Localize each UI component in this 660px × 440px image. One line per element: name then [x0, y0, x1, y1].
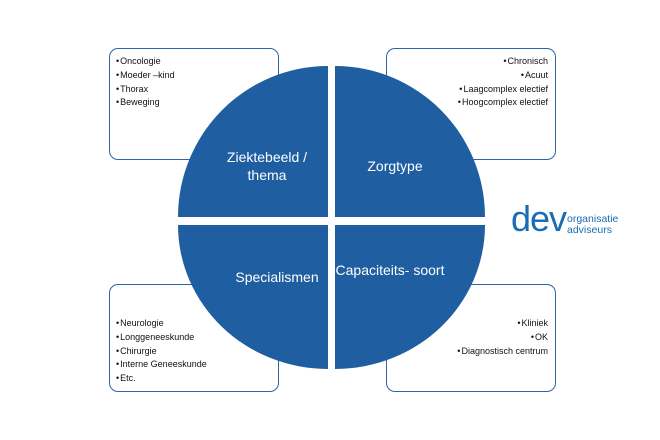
list-item: Neurologie [116, 317, 278, 331]
list-item: Laagcomplex electief [387, 83, 548, 97]
list-item: Kliniek [387, 317, 548, 331]
list-item: Etc. [116, 372, 278, 386]
list-item: Oncologie [116, 55, 278, 69]
list-item: Chirurgie [116, 345, 278, 359]
logo-subtitle-line: organisatie [567, 213, 619, 225]
quadrant-label-disease-theme: Ziektebeeld / thema [226, 149, 308, 183]
care-type-list: Chronisch Acuut Laagcomplex electief Hoo… [387, 55, 548, 110]
quadrant-bottom-left [178, 225, 328, 369]
list-item: Diagnostisch centrum [387, 345, 548, 359]
capacity-list: Kliniek OK Diagnostisch centrum [387, 317, 548, 358]
quadrant-top-left [178, 66, 328, 217]
logo-wordmark: dev [511, 198, 567, 239]
list-item: Hoogcomplex electief [387, 96, 548, 110]
quadrant-label-care-type: Zorgtype [367, 158, 423, 174]
topic-list: Oncologie Moeder –kind Thorax Beweging [116, 55, 278, 110]
quadrant-top-right [335, 66, 485, 217]
quadrant-bottom-right [335, 225, 485, 369]
list-item: Moeder –kind [116, 69, 278, 83]
list-item: Thorax [116, 83, 278, 97]
logo-subtitle-line: adviseurs [567, 224, 612, 236]
quadrant-label-capacity-type: Capaciteits- soort [335, 262, 445, 278]
list-item: Chronisch [387, 55, 548, 69]
list-item: Interne Geneeskunde [116, 358, 278, 372]
list-item: OK [387, 331, 548, 345]
logo-subtitle: organisatie adviseurs [567, 214, 618, 236]
quadrant-label-specialisms: Specialismen [235, 269, 319, 285]
list-item: Beweging [116, 96, 278, 110]
specialism-list: Neurologie Longgeneeskunde Chirurgie Int… [116, 317, 278, 386]
list-item: Acuut [387, 69, 548, 83]
list-item: Longgeneeskunde [116, 331, 278, 345]
